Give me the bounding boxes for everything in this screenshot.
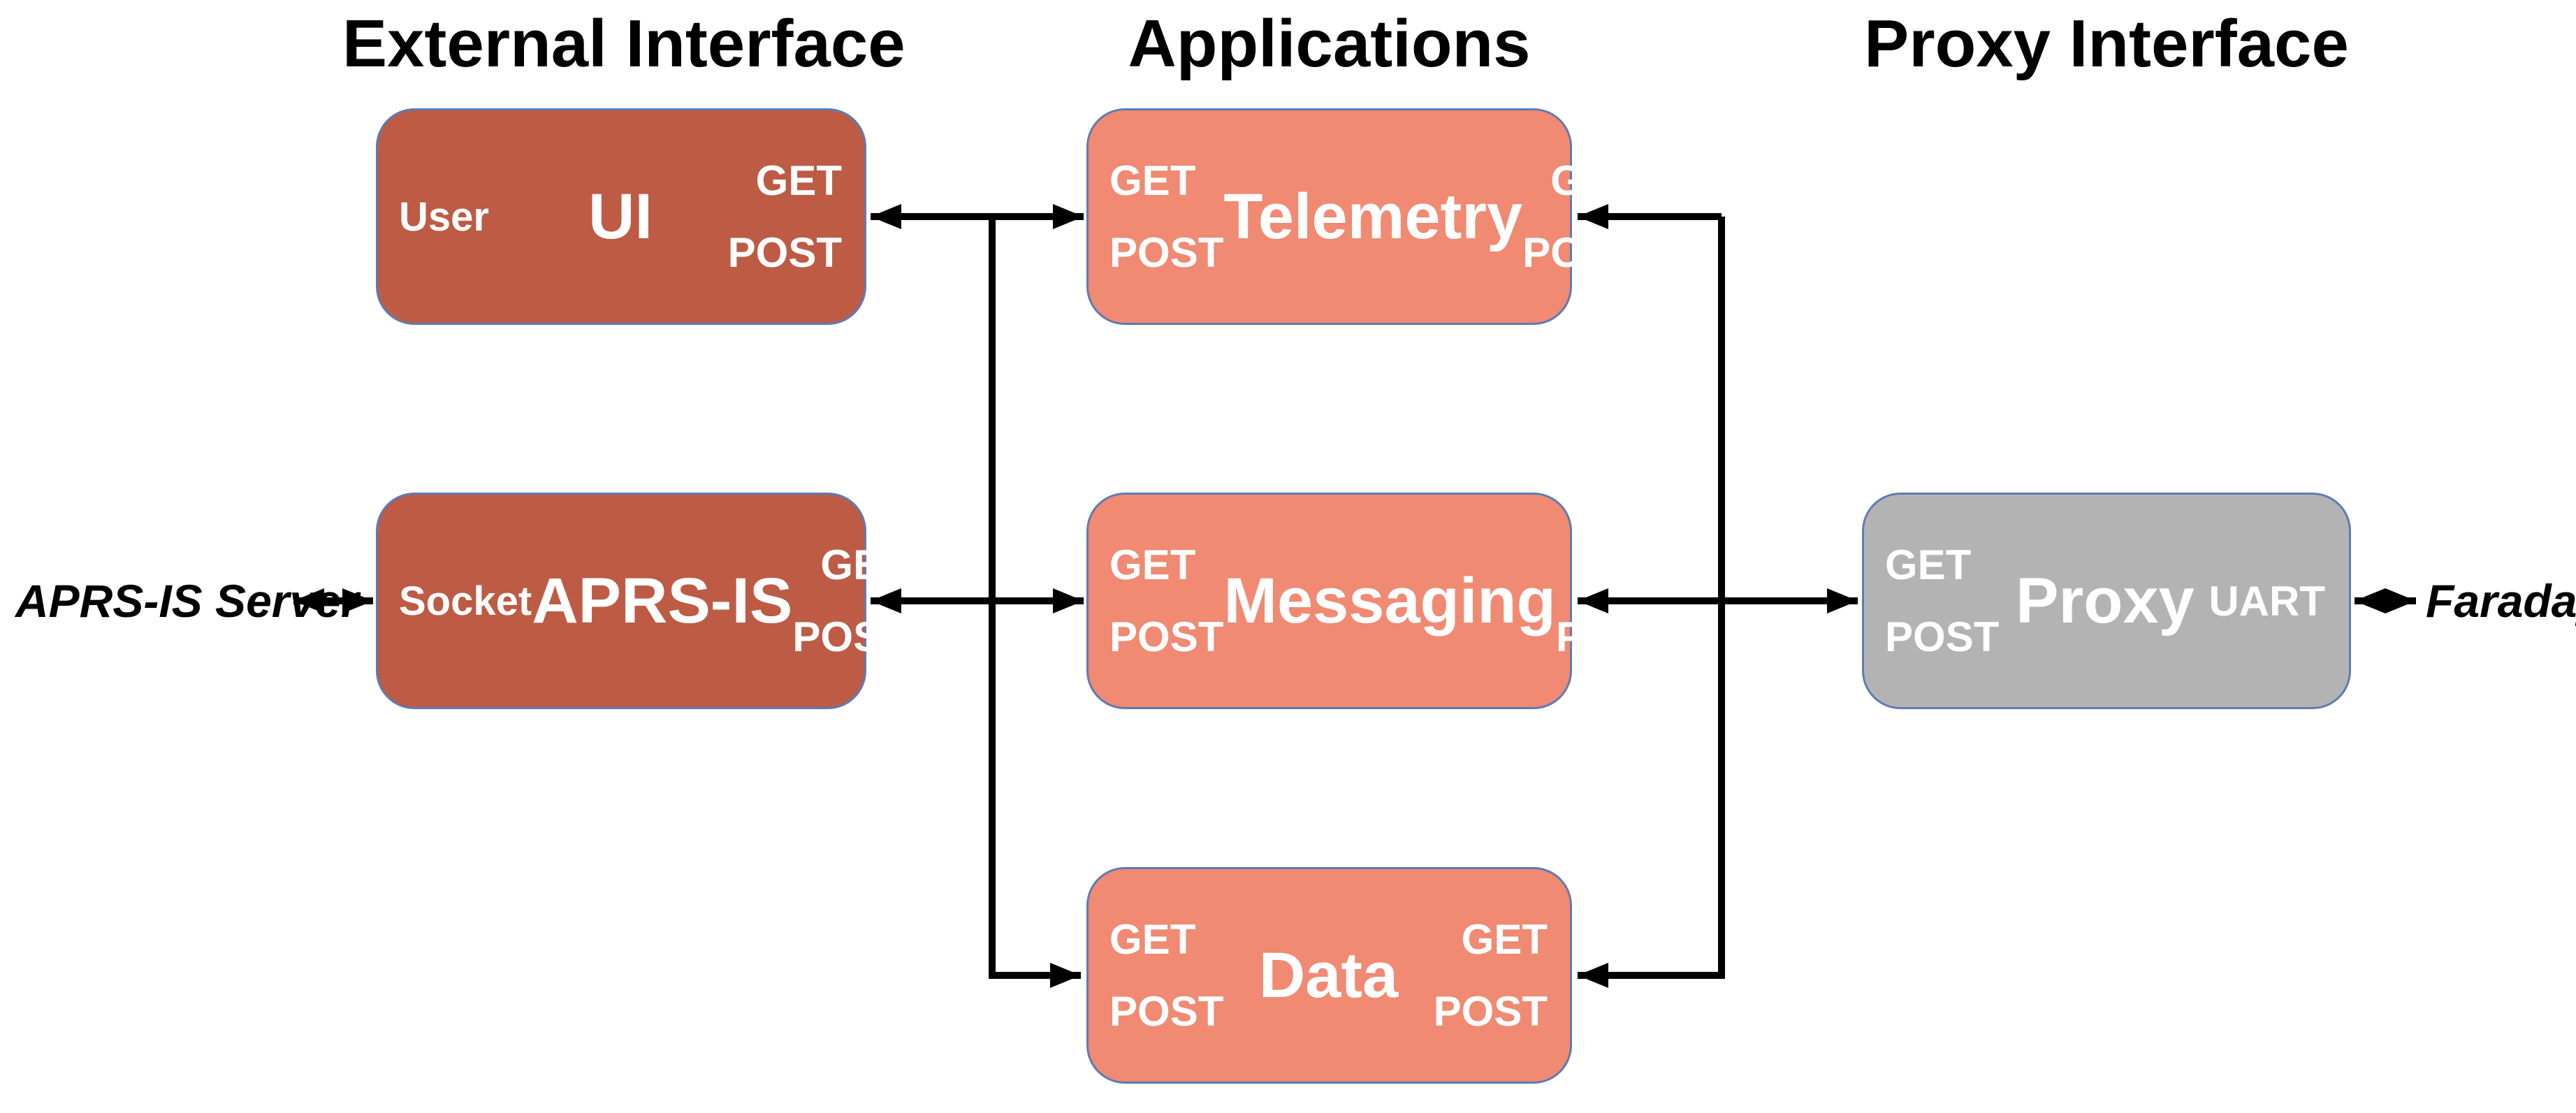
ui-post-port: POST [727, 229, 842, 276]
ui-get-port: GET [755, 157, 842, 204]
column-heading-proxy-interface: Proxy Interface [1864, 6, 2349, 81]
telemetry-right-post-port: POST [1522, 229, 1637, 276]
column-heading-external-interface: External Interface [342, 6, 905, 81]
data-right-ports: GET POST [1408, 869, 1570, 1082]
messaging-right-get-port: GET [1583, 541, 1671, 588]
node-telemetry: GET POST Telemetry GET POST [1086, 108, 1637, 325]
telemetry-right-ports: GET POST [1522, 110, 1659, 323]
proxy-title: Proxy [2016, 565, 2195, 636]
data-title: Data [1258, 939, 1399, 1011]
ui-left-label: User [399, 194, 489, 240]
telemetry-right-get-port: GET [1550, 157, 1637, 204]
aprs-right-ports: GET POST [792, 495, 929, 707]
ui-title: UI [588, 180, 653, 252]
node-proxy: GET POST Proxy UART [1862, 493, 2351, 709]
telemetry-left-post-port: POST [1109, 229, 1224, 276]
node-data: GET POST Data GET POST [1086, 867, 1572, 1084]
node-messaging: GET POST Messaging GET POST [1086, 493, 1670, 709]
proxy-post-port: POST [1885, 613, 2000, 660]
arrow-bus-left-to-data [989, 217, 1081, 988]
external-endpoint-faraday: Faraday [2426, 575, 2576, 627]
column-heading-applications: Applications [1128, 6, 1531, 81]
messaging-title: Messaging [1223, 565, 1556, 636]
external-endpoint-aprs-is-server: APRS-IS Server [15, 575, 359, 627]
messaging-left-post-port: POST [1109, 613, 1224, 660]
telemetry-left-ports: GET POST [1089, 110, 1223, 323]
telemetry-left-get-port: GET [1109, 157, 1196, 204]
node-aprs-is: Socket APRS-IS GET POST [376, 493, 907, 709]
aprs-get-port: GET [820, 541, 907, 588]
ui-right-ports: GET POST [702, 110, 864, 323]
messaging-right-post-port: POST [1555, 613, 1671, 660]
proxy-uart-label: UART [2208, 577, 2325, 625]
data-right-get-port: GET [1461, 916, 1548, 963]
data-left-get-port: GET [1109, 916, 1196, 963]
aprs-left-label: Socket [399, 578, 532, 624]
telemetry-title: Telemetry [1223, 180, 1523, 252]
messaging-right-ports: GET POST [1556, 495, 1692, 707]
proxy-left-ports: GET POST [1864, 495, 2016, 707]
messaging-left-ports: GET POST [1089, 495, 1223, 707]
data-left-post-port: POST [1109, 988, 1224, 1035]
aprs-title: APRS-IS [532, 565, 793, 636]
node-ui: User UI GET POST [376, 108, 866, 325]
data-left-ports: GET POST [1089, 869, 1249, 1082]
messaging-left-get-port: GET [1109, 541, 1196, 588]
data-right-post-port: POST [1433, 988, 1548, 1035]
proxy-get-port: GET [1885, 541, 1972, 588]
aprs-post-port: POST [792, 613, 907, 660]
